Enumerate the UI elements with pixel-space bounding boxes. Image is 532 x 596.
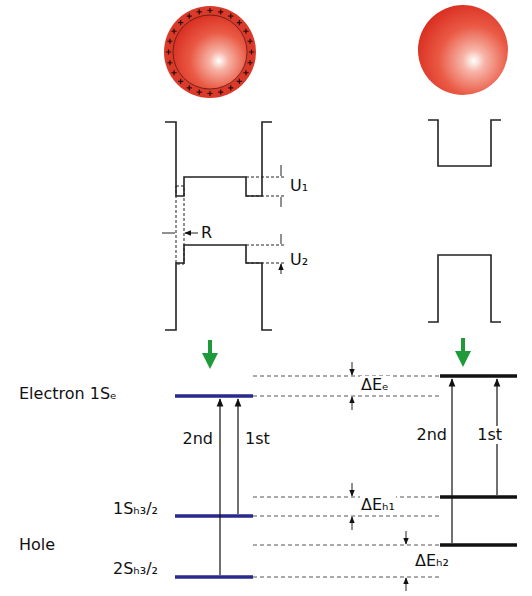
label: ΔEₑ	[360, 376, 390, 394]
plus-sign	[243, 29, 248, 34]
plus-sign	[249, 49, 254, 54]
label: 1st	[476, 426, 503, 444]
plus-sign	[171, 29, 176, 34]
energy-level	[175, 376, 517, 577]
label: 2nd	[182, 430, 214, 448]
plus-sign	[197, 9, 202, 14]
plus-sign	[247, 39, 252, 44]
plus-sign	[247, 60, 252, 65]
label: Hole	[18, 536, 56, 554]
green-arrow	[210, 338, 463, 361]
label: 2Sₕ₃/₂	[112, 560, 159, 578]
core-shell-potential	[162, 122, 286, 330]
plus-sign	[237, 20, 242, 25]
plus-sign	[197, 89, 202, 94]
plus-sign	[218, 9, 223, 14]
plus-sign	[228, 85, 233, 90]
charged-sphere	[164, 6, 256, 98]
plus-sign	[178, 79, 183, 84]
plus-sign	[166, 49, 171, 54]
transition-arrow	[220, 379, 497, 575]
dashed-guide	[253, 376, 440, 577]
plus-sign	[218, 89, 223, 94]
label: U₁	[289, 177, 309, 195]
charge-symbols	[166, 8, 254, 96]
bare-core-potential	[428, 120, 501, 322]
plus-sign	[237, 79, 242, 84]
plus-sign	[228, 13, 233, 18]
label: Electron 1Sₑ	[18, 385, 118, 403]
plus-sign	[207, 91, 212, 96]
plus-sign	[187, 85, 192, 90]
neutral-sphere	[418, 5, 508, 95]
plus-sign	[167, 60, 172, 65]
label: U₂	[289, 251, 309, 269]
plus-sign	[187, 13, 192, 18]
label: ΔEₕ₁	[360, 496, 396, 514]
plus-sign	[171, 70, 176, 75]
label: 1st	[244, 430, 271, 448]
plus-sign	[167, 39, 172, 44]
label: 2nd	[416, 426, 448, 444]
plus-sign	[207, 8, 212, 13]
label: R	[200, 224, 213, 242]
shift-arrow	[352, 362, 406, 591]
label: 1Sₕ₃/₂	[112, 500, 159, 518]
plus-sign	[178, 20, 183, 25]
label: ΔEₕ₂	[414, 552, 450, 570]
plus-sign	[243, 70, 248, 75]
